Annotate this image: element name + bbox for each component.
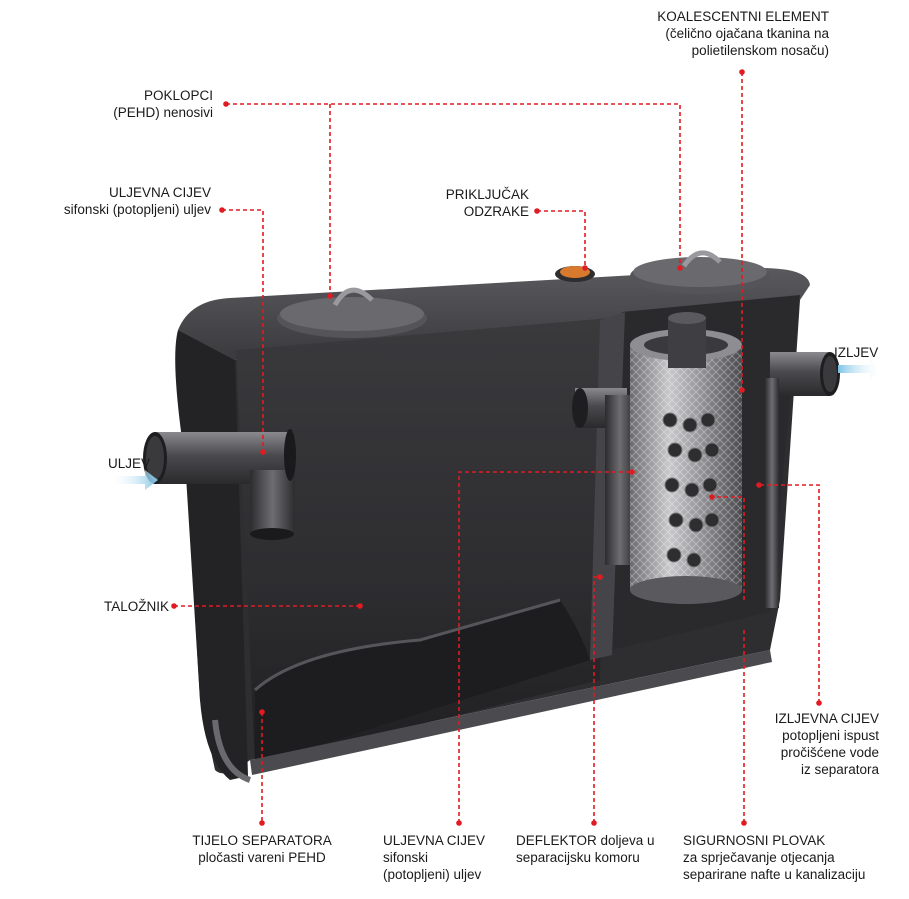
label-izljevna-title: IZLJEVNA CIJEV bbox=[774, 711, 879, 726]
label-prikljucak: PRIKLJUČAK ODZRAKE bbox=[446, 186, 529, 220]
label-prikljucak-title: PRIKLJUČAK bbox=[445, 187, 529, 202]
label-plovak-title: SIGURNOSNI PLOVAK bbox=[683, 833, 826, 848]
label-poklopci-line2: (PEHD) nenosivi bbox=[113, 105, 213, 120]
label-tijelo-line2: pločasti vareni PEHD bbox=[198, 850, 326, 865]
label-plovak-line3: separirane nafte u kanalizaciju bbox=[683, 867, 866, 882]
label-izljev-title: IZLJEV bbox=[834, 345, 879, 360]
label-plovak: SIGURNOSNI PLOVAK za sprječavanje otjeca… bbox=[683, 832, 865, 883]
leader-uljevna-bottom bbox=[458, 471, 632, 823]
label-poklopci-title: POKLOPCI bbox=[143, 88, 213, 103]
label-izljevna-line3: pročišćene vode bbox=[780, 745, 879, 760]
label-uljevna-bottom-title: ULJEVNA CIJEV bbox=[383, 833, 486, 848]
vent-connector bbox=[555, 266, 595, 282]
label-tijelo: TIJELO SEPARATORA pločasti vareni PEHD bbox=[186, 832, 338, 866]
label-koalescentni-line3: polietilenskom nosaču) bbox=[691, 43, 829, 58]
lid-right bbox=[630, 250, 770, 294]
label-plovak-line2: za sprječavanje otjecanja bbox=[683, 850, 835, 865]
inlet-pipe bbox=[143, 429, 296, 540]
label-deflektor: DEFLEKTOR doljeva u separacijsku komoru bbox=[516, 832, 655, 866]
label-taloznik-title: TALOŽNIK bbox=[103, 599, 169, 614]
label-uljevna-top: ULJEVNA CIJEV sifonski (potopljeni) ulje… bbox=[64, 184, 211, 218]
label-koalescentni-title: KOALESCENTNI ELEMENT bbox=[657, 9, 829, 24]
label-deflektor-line2: separacijsku komoru bbox=[516, 850, 640, 865]
label-tijelo-title: TIJELO SEPARATORA bbox=[192, 833, 332, 848]
outlet-pipe bbox=[765, 352, 840, 608]
leader-izljevna bbox=[759, 484, 820, 703]
coalescent-cylinder bbox=[630, 312, 742, 604]
label-poklopci: POKLOPCI (PEHD) nenosivi bbox=[113, 87, 213, 121]
label-uljevna-top-line2: sifonski (potopljeni) uljev bbox=[63, 202, 211, 217]
leader-lines bbox=[174, 72, 820, 823]
label-uljevna-top-title: ULJEVNA CIJEV bbox=[108, 185, 211, 200]
label-izljevna-cijev: IZLJEVNA CIJEV potopljeni ispust pročišć… bbox=[775, 710, 879, 778]
label-uljev-title: ULJEV bbox=[108, 456, 151, 471]
inlet-flow-arrow bbox=[110, 470, 158, 490]
label-uljevna-bottom-line3: (potopljeni) uljev bbox=[383, 867, 482, 882]
leader-poklopci bbox=[226, 103, 681, 268]
leader-prikljucak bbox=[537, 210, 586, 268]
outlet-flow-arrow bbox=[838, 359, 882, 379]
leader-dots bbox=[171, 69, 822, 826]
label-uljevna-bottom: ULJEVNA CIJEV sifonski (potopljeni) ulje… bbox=[383, 832, 485, 883]
leader-deflektor bbox=[593, 576, 600, 823]
label-prikljucak-line2: ODZRAKE bbox=[463, 204, 529, 219]
label-izljev: IZLJEV bbox=[834, 344, 878, 361]
lid-left bbox=[277, 287, 427, 338]
label-koalescentni-line2: (čelično ojačana tkanina na bbox=[665, 26, 829, 41]
label-uljev: ULJEV bbox=[108, 455, 150, 472]
label-izljevna-line4: iz separatora bbox=[800, 762, 879, 777]
label-deflektor-title: DEFLEKTOR doljeva u bbox=[516, 833, 655, 848]
label-koalescentni: KOALESCENTNI ELEMENT (čelično ojačana tk… bbox=[657, 8, 829, 59]
label-izljevna-line2: potopljeni ispust bbox=[782, 728, 879, 743]
label-taloznik: TALOŽNIK bbox=[104, 598, 169, 615]
label-uljevna-bottom-line2: sifonski bbox=[383, 850, 429, 865]
